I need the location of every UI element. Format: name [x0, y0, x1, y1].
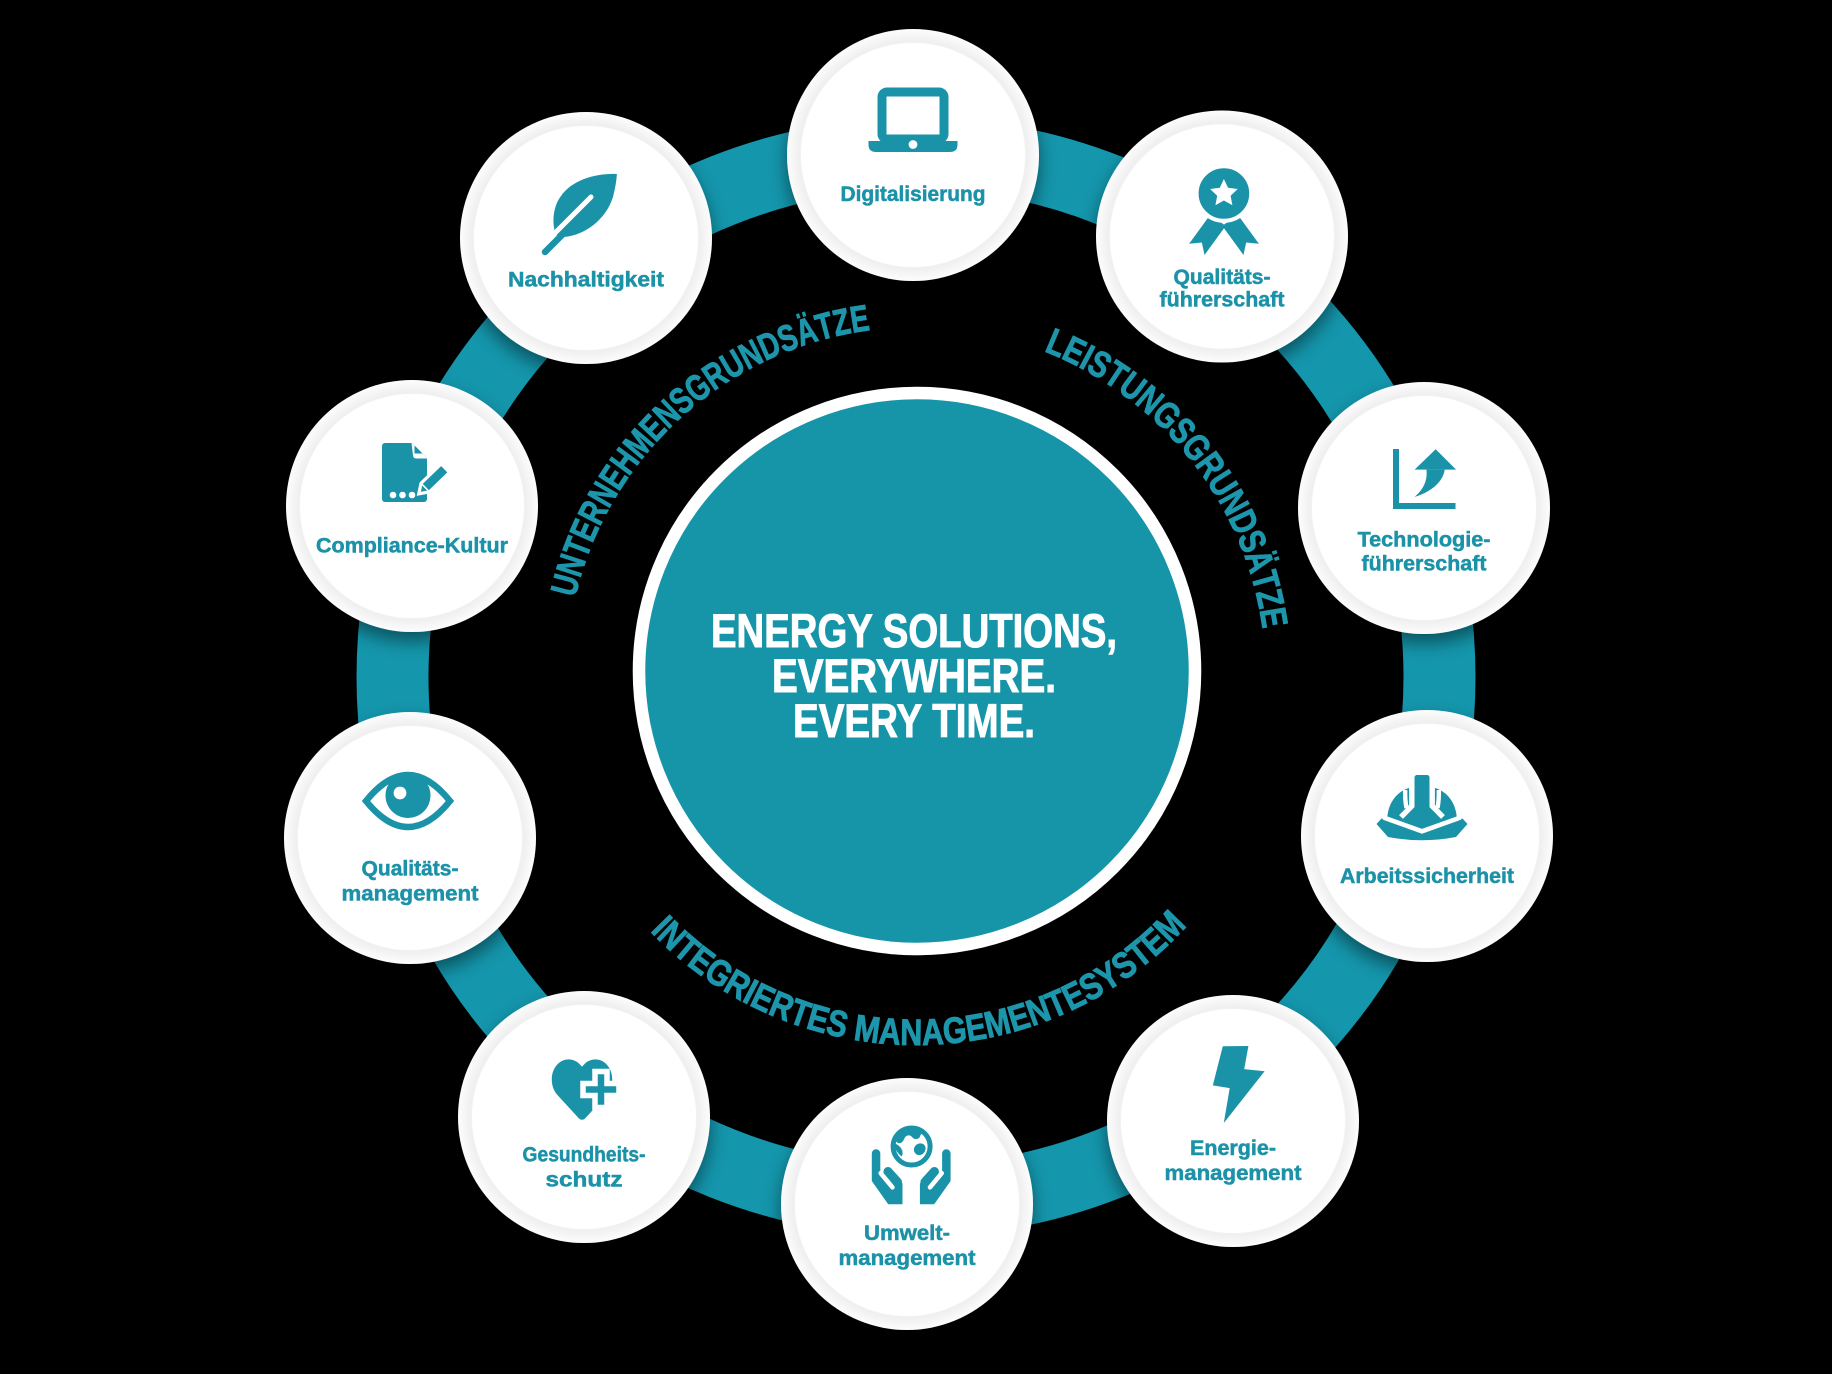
svg-text:führerschaft: führerschaft: [1160, 289, 1285, 312]
svg-text:Technologie-: Technologie-: [1358, 529, 1491, 552]
svg-text:EVERY TIME.: EVERY TIME.: [793, 694, 1035, 747]
svg-text:management: management: [1165, 1162, 1302, 1185]
svg-text:Compliance-Kultur: Compliance-Kultur: [316, 535, 508, 558]
svg-text:Gesundheits-: Gesundheits-: [523, 1143, 646, 1166]
svg-text:management: management: [839, 1247, 976, 1270]
svg-text:Arbeitssicherheit: Arbeitssicherheit: [1340, 865, 1514, 888]
svg-text:Energie-: Energie-: [1190, 1137, 1276, 1160]
svg-text:Qualitäts-: Qualitäts-: [1174, 266, 1271, 289]
svg-text:EVERYWHERE.: EVERYWHERE.: [772, 649, 1056, 702]
svg-text:ENERGY SOLUTIONS,: ENERGY SOLUTIONS,: [711, 604, 1117, 657]
svg-text:management: management: [342, 883, 479, 906]
svg-text:Digitalisierung: Digitalisierung: [841, 183, 986, 206]
svg-text:führerschaft: führerschaft: [1362, 552, 1487, 575]
svg-text:Umwelt-: Umwelt-: [864, 1222, 950, 1245]
svg-text:schutz: schutz: [546, 1168, 623, 1191]
svg-text:Qualitäts-: Qualitäts-: [362, 858, 459, 881]
svg-text:Nachhaltigkeit: Nachhaltigkeit: [508, 268, 664, 291]
